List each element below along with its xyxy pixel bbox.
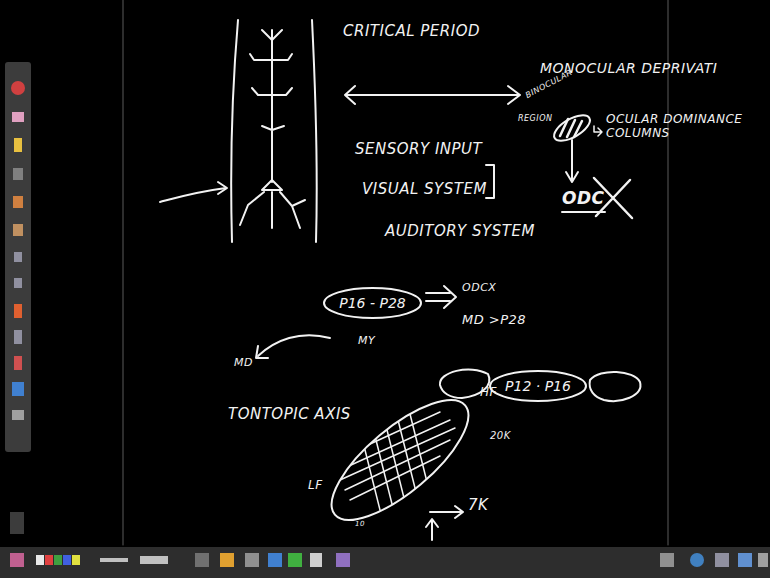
handwritten-note: ODCX [462,281,496,294]
handwritten-note: 20K [490,430,511,441]
handwritten-note: AUDITORY SYSTEM [385,222,535,240]
handwritten-note: MD [234,356,253,369]
period-ellipse: P12 · P16 [488,369,588,403]
handwritten-note: VISUAL SYSTEM [362,180,487,198]
handwritten-note: ODC [562,188,605,208]
node-text: P16 - P28 [322,295,423,311]
handwritten-note: OCULAR DOMINANCE COLUMNS [606,112,756,141]
handwritten-note: CRITICAL PERIOD [343,22,480,40]
handwritten-note: LF [308,478,323,492]
handwritten-note: 10 [355,520,365,528]
handwritten-note: TONTOPIC AXIS [228,405,351,423]
handwritten-note: MY [358,334,375,347]
handwritten-note: REGION [518,114,552,123]
node-text: P12 · P16 [488,378,588,394]
period-ellipse: P16 - P28 [322,286,423,320]
handwritten-note: MD >P28 [462,312,526,327]
handwritten-note: SENSORY INPUT [355,140,482,158]
handwritten-note: 7K [468,496,488,514]
